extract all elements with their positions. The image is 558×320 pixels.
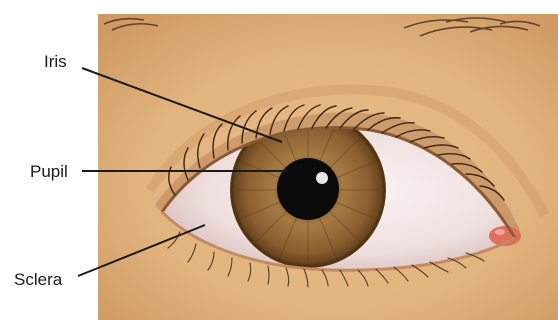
caruncle-highlight: [495, 229, 505, 235]
pupil-shape: [277, 158, 339, 220]
pupil-label: Pupil: [30, 163, 68, 180]
iris-label: Iris: [44, 53, 67, 70]
sclera-label: Sclera: [14, 271, 62, 288]
pupil-highlight: [316, 172, 328, 184]
